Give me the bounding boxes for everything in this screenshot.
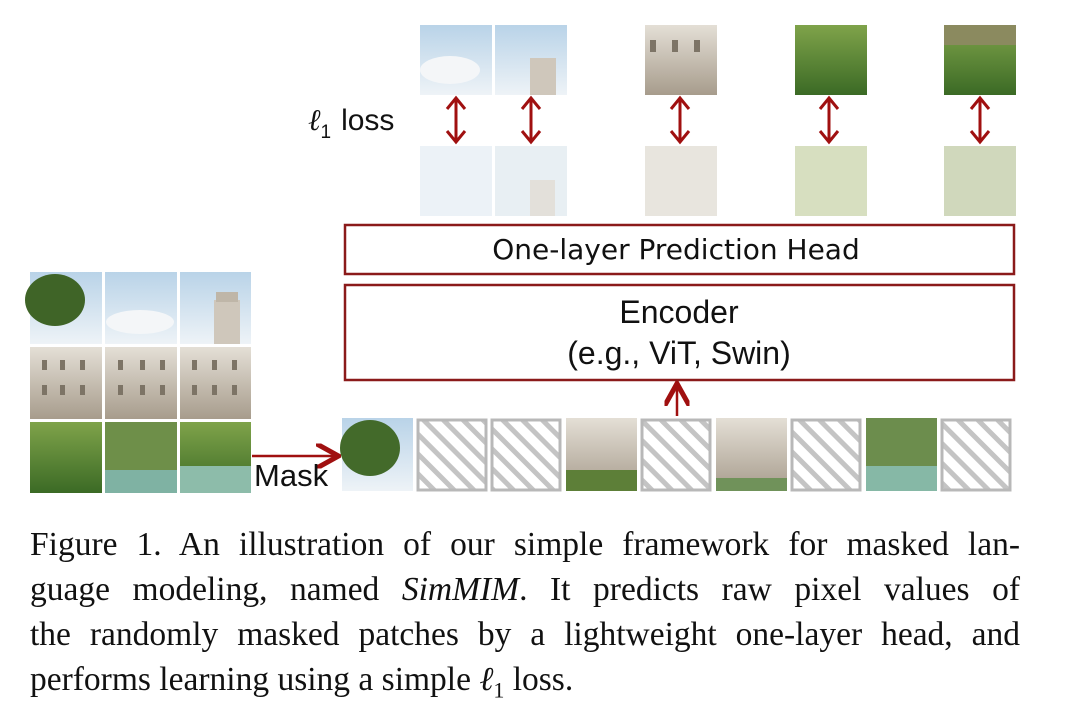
image-patch bbox=[30, 347, 102, 419]
token-visible bbox=[340, 418, 413, 491]
loss-arrow bbox=[445, 95, 467, 145]
predicted-patch bbox=[944, 146, 1016, 216]
mask-label: Mask bbox=[254, 458, 329, 493]
target-patch bbox=[795, 25, 867, 95]
loss-word: loss bbox=[341, 104, 394, 137]
target-patch bbox=[645, 25, 717, 95]
token-masked bbox=[790, 418, 862, 492]
predicted-patches bbox=[420, 146, 1016, 216]
loss-arrow bbox=[520, 95, 542, 145]
loss-arrows bbox=[445, 95, 991, 145]
caption-line: performs learning using a simple ℓ1 loss… bbox=[30, 657, 1020, 713]
caption-line: Figure 1. An illustration of our simple … bbox=[30, 526, 1020, 563]
image-patch bbox=[180, 347, 251, 419]
image-patch bbox=[105, 347, 177, 419]
prediction-head-box bbox=[343, 223, 1016, 276]
method-name: SimMIM bbox=[401, 571, 520, 608]
caption-text: loss. bbox=[504, 661, 574, 698]
caption-line: the randomly masked patches by a lightwe… bbox=[30, 616, 1020, 653]
caption-subscript: 1 bbox=[493, 677, 505, 703]
image-patch bbox=[30, 422, 102, 493]
loss-ell: ℓ bbox=[308, 104, 321, 137]
loss-arrow bbox=[969, 95, 991, 145]
input-token-row bbox=[340, 418, 1012, 492]
figure-caption: Figure 1. An illustration of our simple … bbox=[30, 522, 1020, 713]
encoder-sublabel: (e.g., ViT, Swin) bbox=[567, 335, 790, 371]
loss-label: ℓ1 loss bbox=[308, 104, 394, 143]
token-masked bbox=[940, 418, 1012, 492]
loss-subscript: 1 bbox=[321, 122, 332, 143]
token-visible bbox=[716, 418, 787, 491]
simmim-diagram: Mask Encoder (e.g., ViT, Swin) One-layer… bbox=[25, 25, 1016, 493]
caption-text: . It predicts raw pixel values of bbox=[519, 571, 1020, 608]
predicted-patch bbox=[795, 146, 867, 216]
caption-line: guage modeling, named SimMIM. It predict… bbox=[30, 567, 1020, 612]
token-masked bbox=[416, 418, 488, 492]
encoder-label: Encoder bbox=[619, 294, 739, 330]
caption-text: performs learning using a simple bbox=[30, 661, 480, 698]
encoder-box bbox=[343, 283, 1016, 382]
loss-arrow bbox=[818, 95, 840, 145]
token-visible bbox=[866, 418, 937, 491]
token-masked bbox=[490, 418, 562, 492]
predicted-patch bbox=[420, 146, 492, 216]
token-visible bbox=[566, 418, 637, 491]
prediction-head-label: One-layer Prediction Head bbox=[492, 233, 859, 266]
token-masked bbox=[640, 418, 712, 492]
caption-ell: ℓ bbox=[479, 661, 494, 698]
caption-text: guage modeling, named bbox=[30, 571, 402, 608]
target-patches bbox=[420, 25, 1016, 95]
original-image bbox=[25, 272, 251, 493]
predicted-patch bbox=[645, 146, 717, 216]
loss-arrow bbox=[669, 95, 691, 145]
